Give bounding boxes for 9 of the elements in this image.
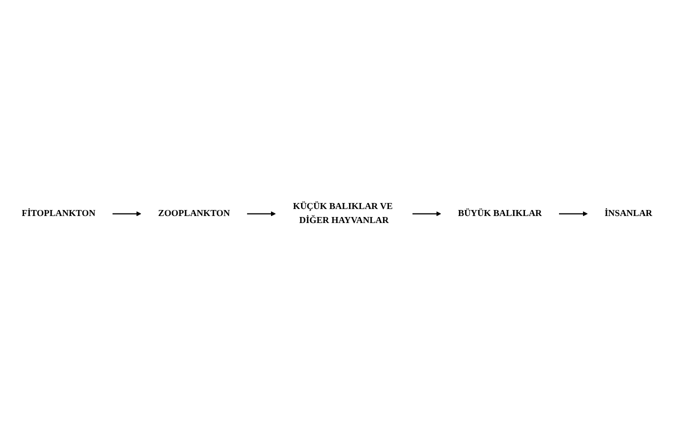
- node-text: FİTOPLANKTON: [22, 208, 96, 219]
- arrow: [247, 212, 276, 216]
- node-text: ZOOPLANKTON: [158, 208, 230, 219]
- arrow: [559, 212, 588, 216]
- node-text: İNSANLAR: [604, 208, 652, 219]
- arrow: [412, 212, 442, 216]
- arrow: [112, 212, 142, 216]
- node-text: BÜYÜK BALIKLAR: [458, 208, 542, 219]
- node-text: KÜÇÜK BALIKLAR VE DİĞER HAYVANLAR: [292, 202, 393, 226]
